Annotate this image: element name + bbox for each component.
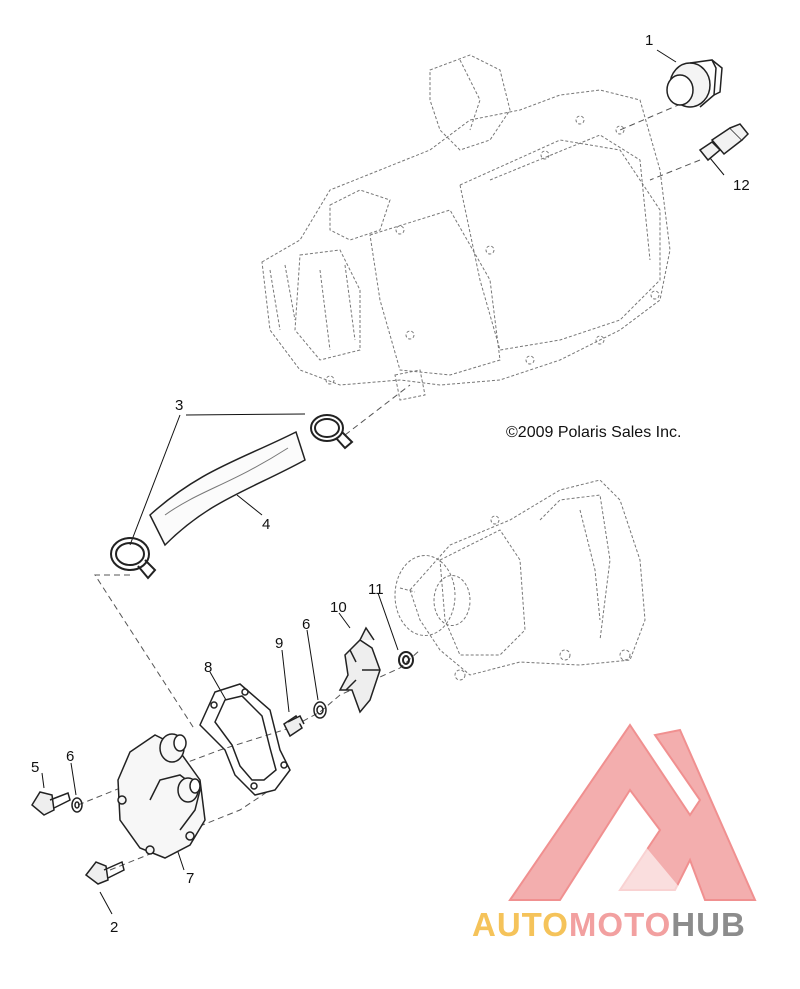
callout-3: 3	[175, 397, 184, 414]
impeller-part	[338, 626, 381, 714]
callout-12: 12	[733, 177, 750, 194]
thermostat-part	[666, 59, 723, 108]
callout-6-upper: 6	[302, 616, 311, 633]
brand-moto: MOTO	[568, 906, 672, 943]
leader-lines	[41, 49, 725, 915]
engine-crankcase-ghost	[394, 479, 646, 681]
brand-hub: HUB	[671, 906, 746, 943]
copyright-notice: ©2009 Polaris Sales Inc.	[506, 424, 682, 441]
callout-5: 5	[31, 759, 40, 776]
bolt-part	[31, 791, 71, 816]
callout-9: 9	[275, 635, 284, 652]
callout-1: 1	[645, 32, 654, 49]
drain-plug-part	[283, 714, 305, 738]
coolant-hose-part	[149, 430, 306, 547]
pump-gasket-part	[199, 683, 291, 796]
water-pump-cover-part	[117, 733, 206, 859]
callout-6-lower: 6	[66, 748, 75, 765]
callout-2: 2	[110, 919, 119, 936]
callout-11: 11	[368, 581, 384, 598]
water-pump-seal-part	[398, 651, 414, 669]
callout-7: 7	[186, 870, 195, 887]
automotohub-logo-icon	[508, 723, 757, 901]
callout-4: 4	[262, 516, 271, 533]
hose-clamp-part	[110, 414, 354, 580]
callout-10: 10	[330, 599, 347, 616]
watermark-brand: AUTOMOTOHUB	[472, 906, 746, 944]
bolt-lower-part	[84, 860, 125, 885]
brand-auto: AUTO	[472, 906, 569, 943]
washer-lower-part	[71, 797, 83, 813]
engine-cylinder-head-ghost	[261, 54, 671, 401]
temperature-sensor-part	[698, 123, 750, 162]
callout-8: 8	[204, 659, 213, 676]
washer-part	[313, 701, 327, 719]
